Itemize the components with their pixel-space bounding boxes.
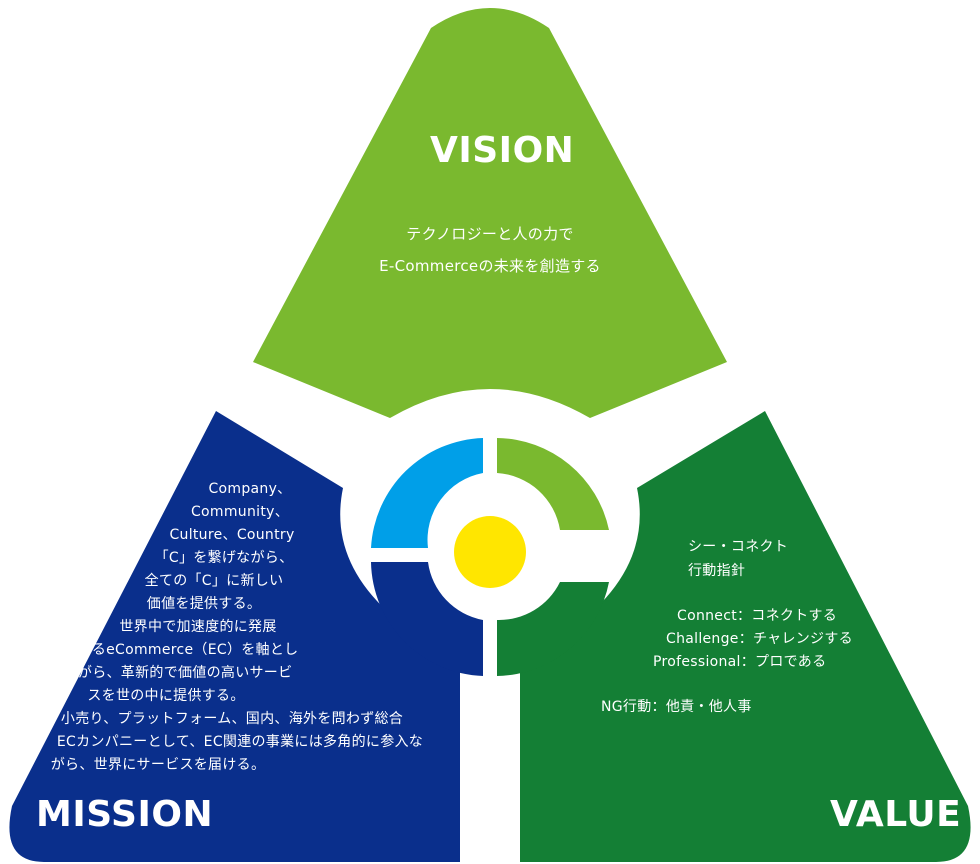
center-quadrant-bottom-left	[371, 562, 483, 676]
vision-line-1: テクノロジーと人の力で	[406, 225, 574, 243]
mission-line-2: Community、	[190, 504, 290, 520]
mission-line-4: 「C」を繋げながら、	[154, 550, 294, 566]
mission-line-12: ECカンパニーとして、EC関連の事業には多角的に参入な	[56, 734, 424, 750]
mission-line-10: スを世の中に提供する。	[87, 688, 245, 704]
value-segment	[520, 411, 971, 862]
mission-segment	[9, 411, 460, 862]
value-heading-line-2: 行動指針	[688, 563, 746, 579]
mission-line-6: 価値を提供する。	[146, 596, 262, 612]
value-item-professional: Professional：プロである	[653, 654, 827, 670]
vision-segment	[253, 8, 727, 418]
mission-line-11: 小売り、プラットフォーム、国内、海外を問わず総合	[60, 711, 404, 727]
value-title: VALUE	[830, 794, 962, 835]
center-circle	[454, 516, 526, 588]
center-quadrant-bottom-right	[497, 582, 609, 676]
mission-line-8: するeCommerce（EC）を軸とし	[77, 642, 299, 658]
value-item-challenge: Challenge：チャレンジする	[666, 631, 853, 647]
mission-line-13: がら、世界にサービスを届ける。	[50, 757, 266, 773]
value-item-connect: Connect：コネクトする	[677, 608, 838, 624]
value-ng-behavior: NG行動：他責・他人事	[601, 699, 752, 715]
mission-title: MISSION	[36, 794, 214, 835]
mission-line-3: Culture、Country	[169, 527, 295, 543]
center-quadrant-top-right	[497, 438, 609, 530]
vision-line-2: E-Commerceの未来を創造する	[379, 257, 601, 275]
vision-title: VISION	[430, 130, 575, 171]
center-quadrant-top-left	[371, 438, 483, 548]
value-heading-line-1: シー・コネクト	[688, 539, 789, 555]
mission-line-1: Company、	[208, 481, 292, 497]
mission-line-5: 全ての「C」に新しい	[144, 573, 284, 589]
mission-line-9: ながら、革新的で価値の高いサービ	[63, 665, 293, 681]
mission-line-7: 世界中で加速度的に発展	[119, 619, 277, 635]
